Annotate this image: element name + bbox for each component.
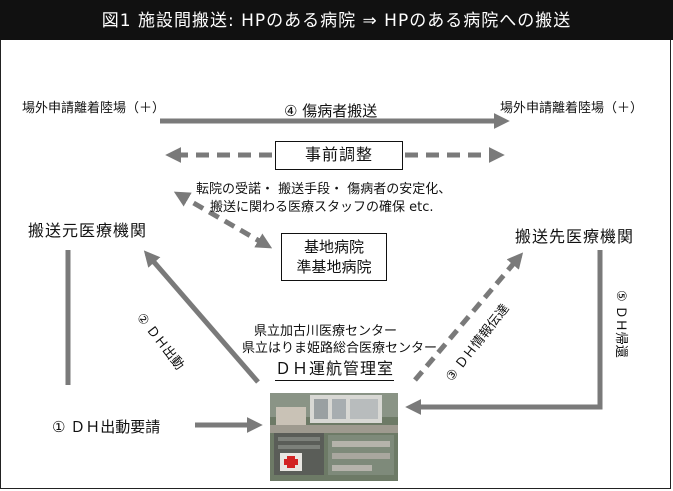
arrow-info-relay — [413, 252, 524, 382]
heliport-right-label: 場外申請離着陸場（＋） — [500, 101, 644, 116]
diagram-title: 図1 施設間搬送: HPのある病院 ⇒ HPのある病院への搬送 — [0, 0, 673, 40]
center-name-1: 県立加古川医療センター — [254, 324, 398, 339]
adjustment-note-1: 転院の受諾・ 搬送手段・ 傷病者の安定化、 — [196, 182, 452, 197]
center-name-2: 県立はりま姫路総合医療センター — [242, 341, 438, 356]
arrow-return — [405, 250, 603, 416]
step-1-label: ① ＤＨ出動要請 — [52, 418, 161, 436]
base-hospital-line-1: 基地病院 — [303, 238, 364, 256]
heliport-left-label: 場外申請離着陸場（＋） — [22, 101, 166, 116]
step-5-label: ⑤ ＤＨ帰還 — [613, 290, 628, 358]
center-name-3: ＤＨ運航管理室 — [275, 355, 395, 381]
base-hospital-line-2: 準基地病院 — [296, 258, 372, 276]
step-4-label: ④ 傷病者搬送 — [284, 102, 378, 120]
origin-hospital-label: 搬送元医療機関 — [28, 221, 148, 240]
base-hospital-box: 基地病院 準基地病院 — [281, 233, 387, 281]
adjustment-note-2: 搬送に関わる医療スタッフの確保 etc. — [210, 200, 434, 215]
arrow-dispatch — [143, 250, 260, 384]
dest-hospital-label: 搬送先医療機関 — [515, 227, 635, 246]
adjustment-box: 事前調整 — [275, 141, 403, 170]
adjustment-box-label: 事前調整 — [304, 145, 373, 164]
hospital-aerial-photo — [270, 393, 398, 481]
